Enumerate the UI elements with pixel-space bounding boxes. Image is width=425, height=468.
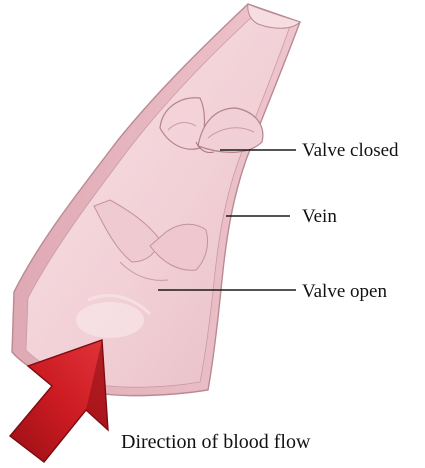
lumen-highlight <box>76 302 144 338</box>
label-vein: Vein <box>302 207 337 226</box>
label-valve-open: Valve open <box>302 282 387 301</box>
vein-lumen <box>26 14 290 387</box>
label-valve-closed: Valve closed <box>302 141 399 160</box>
caption-blood-flow: Direction of blood flow <box>121 432 310 452</box>
